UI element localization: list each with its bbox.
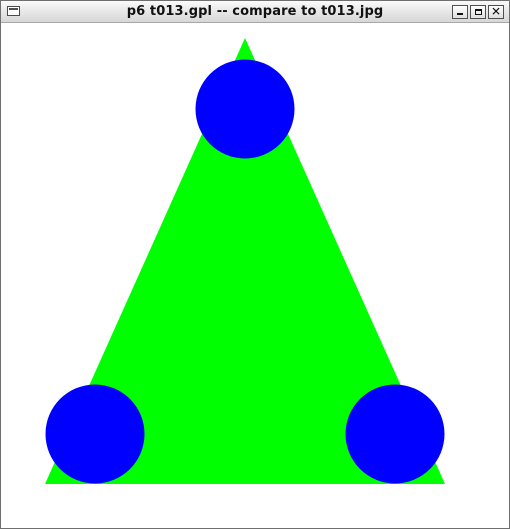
close-button[interactable]: ✕ bbox=[488, 5, 504, 19]
title-bar[interactable]: p6 t013.gpl -- compare to t013.jpg ✕ bbox=[1, 1, 509, 23]
window-controls: ✕ bbox=[452, 5, 504, 19]
maximize-icon bbox=[474, 9, 482, 15]
minimize-icon bbox=[457, 13, 463, 15]
blue-circle-right bbox=[345, 384, 445, 484]
render-area bbox=[1, 23, 509, 528]
green-triangle bbox=[45, 38, 445, 484]
blue-circle-top bbox=[195, 59, 295, 159]
minimize-button[interactable] bbox=[452, 5, 468, 19]
rendered-scene bbox=[1, 23, 509, 528]
blue-circle-left bbox=[45, 384, 145, 484]
window-title: p6 t013.gpl -- compare to t013.jpg bbox=[126, 4, 384, 19]
window-menu-icon[interactable] bbox=[7, 6, 20, 16]
maximize-button[interactable] bbox=[470, 5, 486, 19]
close-icon: ✕ bbox=[490, 4, 502, 19]
